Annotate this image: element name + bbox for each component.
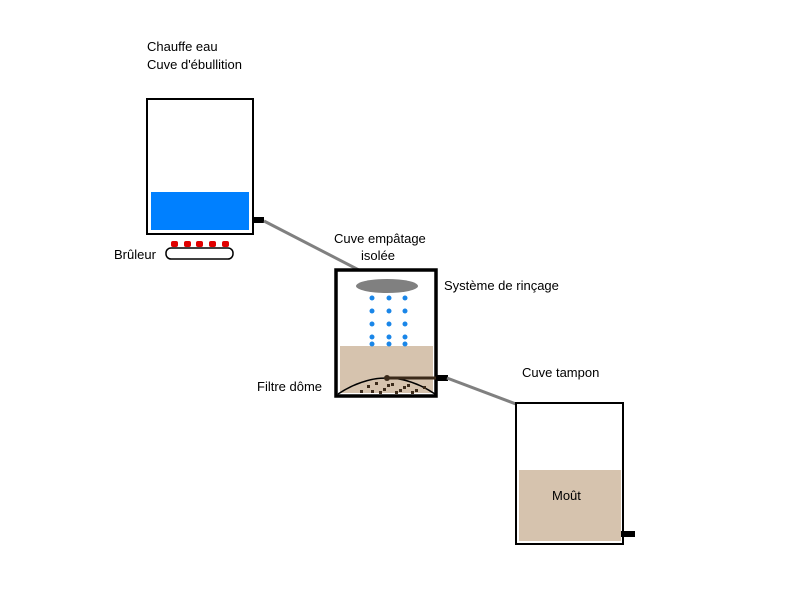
heater-label-line1: Chauffe eau [147,39,218,54]
water-drops [369,295,408,347]
buffer-outlet-valve [621,531,635,537]
sparge-head [356,279,418,293]
filter-outlet-joint [384,375,390,381]
buffer-tank-label: Cuve tampon [522,365,600,380]
grain-dots [360,382,426,394]
mash-tun-label-line2: isolée [361,248,395,263]
burner-flames [171,241,229,247]
heater-label-line2: Cuve d'ébullition [147,57,242,72]
hot-water [151,192,249,230]
kettle-outlet-valve [252,217,264,223]
dome-filter-label: Filtre dôme [257,379,323,394]
wort-label: Moût [552,488,581,503]
wort-liquid [519,470,621,541]
sparge-label: Système de rinçage [444,278,559,293]
mash-tun-label-line1: Cuve empâtage [334,231,426,246]
burner-base [165,247,234,260]
mash-outlet-valve [436,375,448,381]
burner-label: Brûleur [114,247,156,262]
